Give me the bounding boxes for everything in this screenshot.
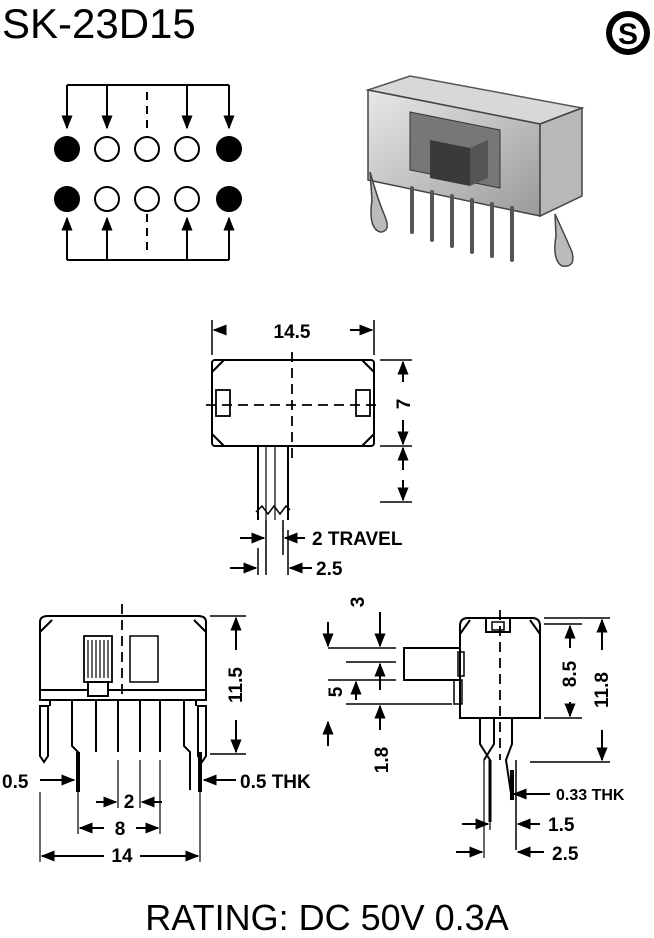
front-view-drawing	[39, 604, 246, 862]
dim-front-height: 11.5	[226, 667, 247, 703]
dim-height: 7	[394, 399, 415, 410]
pin-filled-icon	[54, 186, 80, 212]
dim-width: 14.5	[274, 322, 311, 343]
pin-row-top	[54, 136, 242, 162]
dim-knob-height: 3	[348, 597, 369, 608]
pin-open-icon	[134, 186, 160, 212]
dim-pin-span: 2.5	[552, 844, 579, 865]
dim-body-height: 8.5	[560, 660, 581, 687]
dim-pitch: 2	[124, 792, 135, 813]
dim-knob-width: 2.5	[316, 559, 343, 580]
brand-logo: S	[606, 11, 650, 55]
dim-side-pin-thk: 0.33 THK	[556, 787, 625, 804]
pin-filled-icon	[216, 136, 242, 162]
dim-travel: 2 TRAVEL	[312, 529, 403, 550]
top-view-drawing	[206, 320, 412, 575]
pin-open-icon	[94, 186, 120, 212]
dim-pin-thk: 0.5 THK	[240, 772, 311, 793]
dim-span-inner: 8	[115, 819, 126, 840]
pin-open-icon	[174, 136, 200, 162]
pin-open-icon	[134, 136, 160, 162]
pin-open-icon	[174, 186, 200, 212]
model-title: SK-23D15	[2, 0, 196, 47]
logo-letter: S	[618, 18, 638, 51]
pin-circuit-diagram	[61, 84, 235, 261]
dim-total-height: 11.8	[592, 672, 613, 708]
side-view-drawing	[322, 610, 610, 858]
pin-filled-icon	[216, 186, 242, 212]
pin-open-icon	[94, 136, 120, 162]
dim-base-offset: 1.8	[372, 747, 393, 773]
pin-filled-icon	[54, 136, 80, 162]
dim-span-outer: 14	[111, 846, 133, 867]
dim-knob-offset: 5	[326, 686, 347, 697]
switch-3d-image	[365, 75, 585, 267]
pin-row-bottom	[54, 186, 242, 212]
dim-pin-spacing: 1.5	[548, 815, 575, 836]
dim-pin-width: 0.5	[2, 772, 29, 793]
rating-text: RATING: DC 50V 0.3A	[145, 897, 508, 938]
